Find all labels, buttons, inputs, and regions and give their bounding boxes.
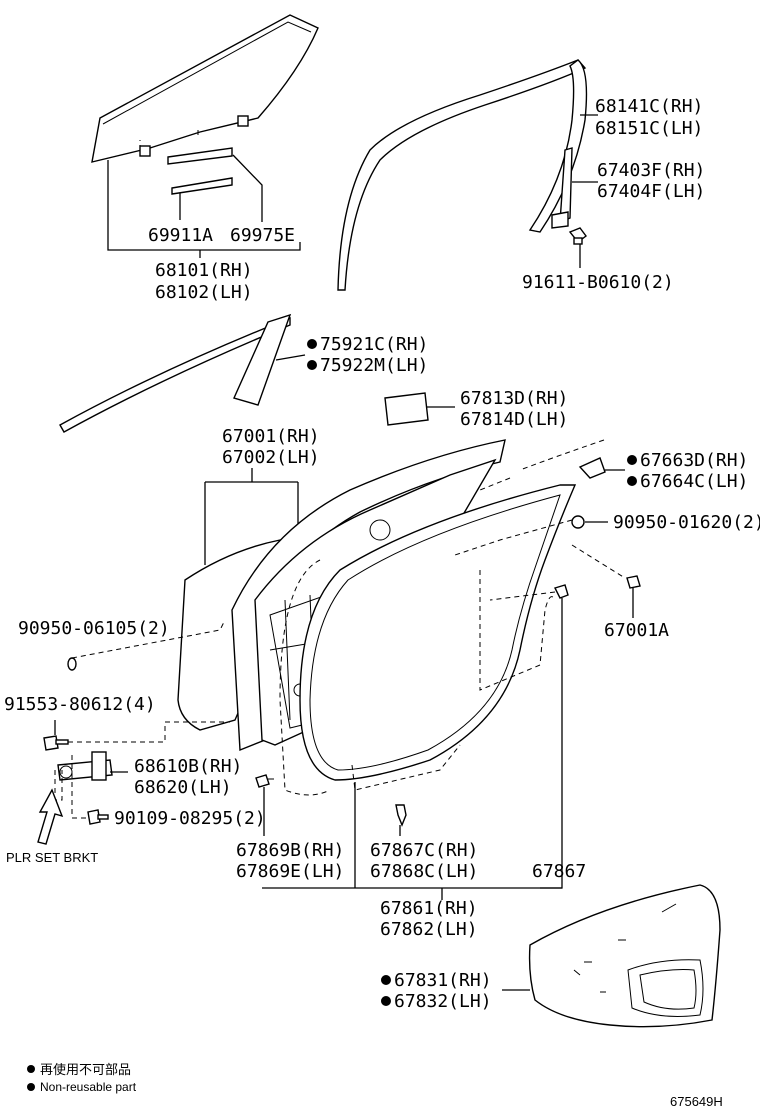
division-bar (551, 147, 573, 229)
clip-67867 (554, 584, 569, 599)
label-91611: 91611-B0610(2) (522, 272, 674, 293)
label-69975: 69975E (230, 225, 295, 246)
label-68620: 68620(LH) (134, 777, 232, 798)
label-69911: 69911A (148, 225, 213, 246)
label-67663: 67663D(RH) (640, 450, 748, 471)
clip-67869 (255, 774, 274, 788)
label-67869E: 67869E(LH) (236, 861, 344, 882)
label-67869B: 67869B(RH) (236, 840, 344, 861)
run-channel (337, 59, 588, 291)
label-67001: 67001(RH) (222, 426, 320, 447)
label-67404: 67404F(LH) (597, 181, 705, 202)
label-68151: 68151C(LH) (595, 118, 703, 139)
label-67867: 67867 (532, 861, 586, 882)
label-67814: 67814D(LH) (460, 409, 568, 430)
label-67002: 67002(LH) (222, 447, 320, 468)
clip-67663 (578, 457, 606, 479)
label-68141: 68141C(RH) (595, 96, 703, 117)
label-90950-06105: 90950-06105(2) (18, 618, 170, 639)
label-75922: 75922M(LH) (320, 355, 428, 376)
bumper-67001A (626, 575, 641, 589)
plr-arrow (37, 788, 64, 845)
screw-91611 (568, 227, 587, 245)
label-90109: 90109-08295(2) (114, 808, 266, 829)
label-68610: 68610B(RH) (134, 756, 242, 777)
label-67831: 67831(RH) (394, 970, 492, 991)
door-weatherstrip (299, 484, 577, 781)
legend-en: Non-reusable part (40, 1080, 137, 1094)
label-67861: 67861(RH) (380, 898, 478, 919)
label-90950-01620: 90950-01620(2) (613, 512, 760, 533)
label-67403: 67403F(RH) (597, 160, 705, 181)
clip-90950 (571, 515, 585, 529)
label-91553: 91553-80612(4) (4, 694, 156, 715)
service-hole-cover (528, 884, 721, 1028)
label-67813: 67813D(RH) (460, 388, 568, 409)
door-glass (91, 14, 319, 163)
service-hole-cover-piece (384, 392, 429, 426)
label-67862: 67862(LH) (380, 919, 478, 940)
label-75921: 75921C(RH) (320, 334, 428, 355)
bolt-91553 (43, 735, 69, 751)
label-67868C: 67868C(LH) (370, 861, 478, 882)
legend-jp: 再使用不可部品 (40, 1062, 131, 1077)
label-67832: 67832(LH) (394, 991, 492, 1012)
bolt-90109 (87, 809, 109, 825)
plr-set-brkt-note: PLR SET BRKT (6, 850, 98, 865)
label-68101: 68101(RH) (155, 260, 253, 281)
door-check (57, 751, 113, 781)
clip-67867C (395, 804, 407, 827)
glass-channel-strips (167, 147, 233, 195)
label-67001A: 67001A (604, 620, 669, 641)
label-67664: 67664C(LH) (640, 471, 748, 492)
label-68102: 68102(LH) (155, 282, 253, 303)
belt-moulding (59, 313, 292, 433)
label-67867C: 67867C(RH) (370, 840, 478, 861)
diagram-id: 675649H (670, 1094, 723, 1109)
